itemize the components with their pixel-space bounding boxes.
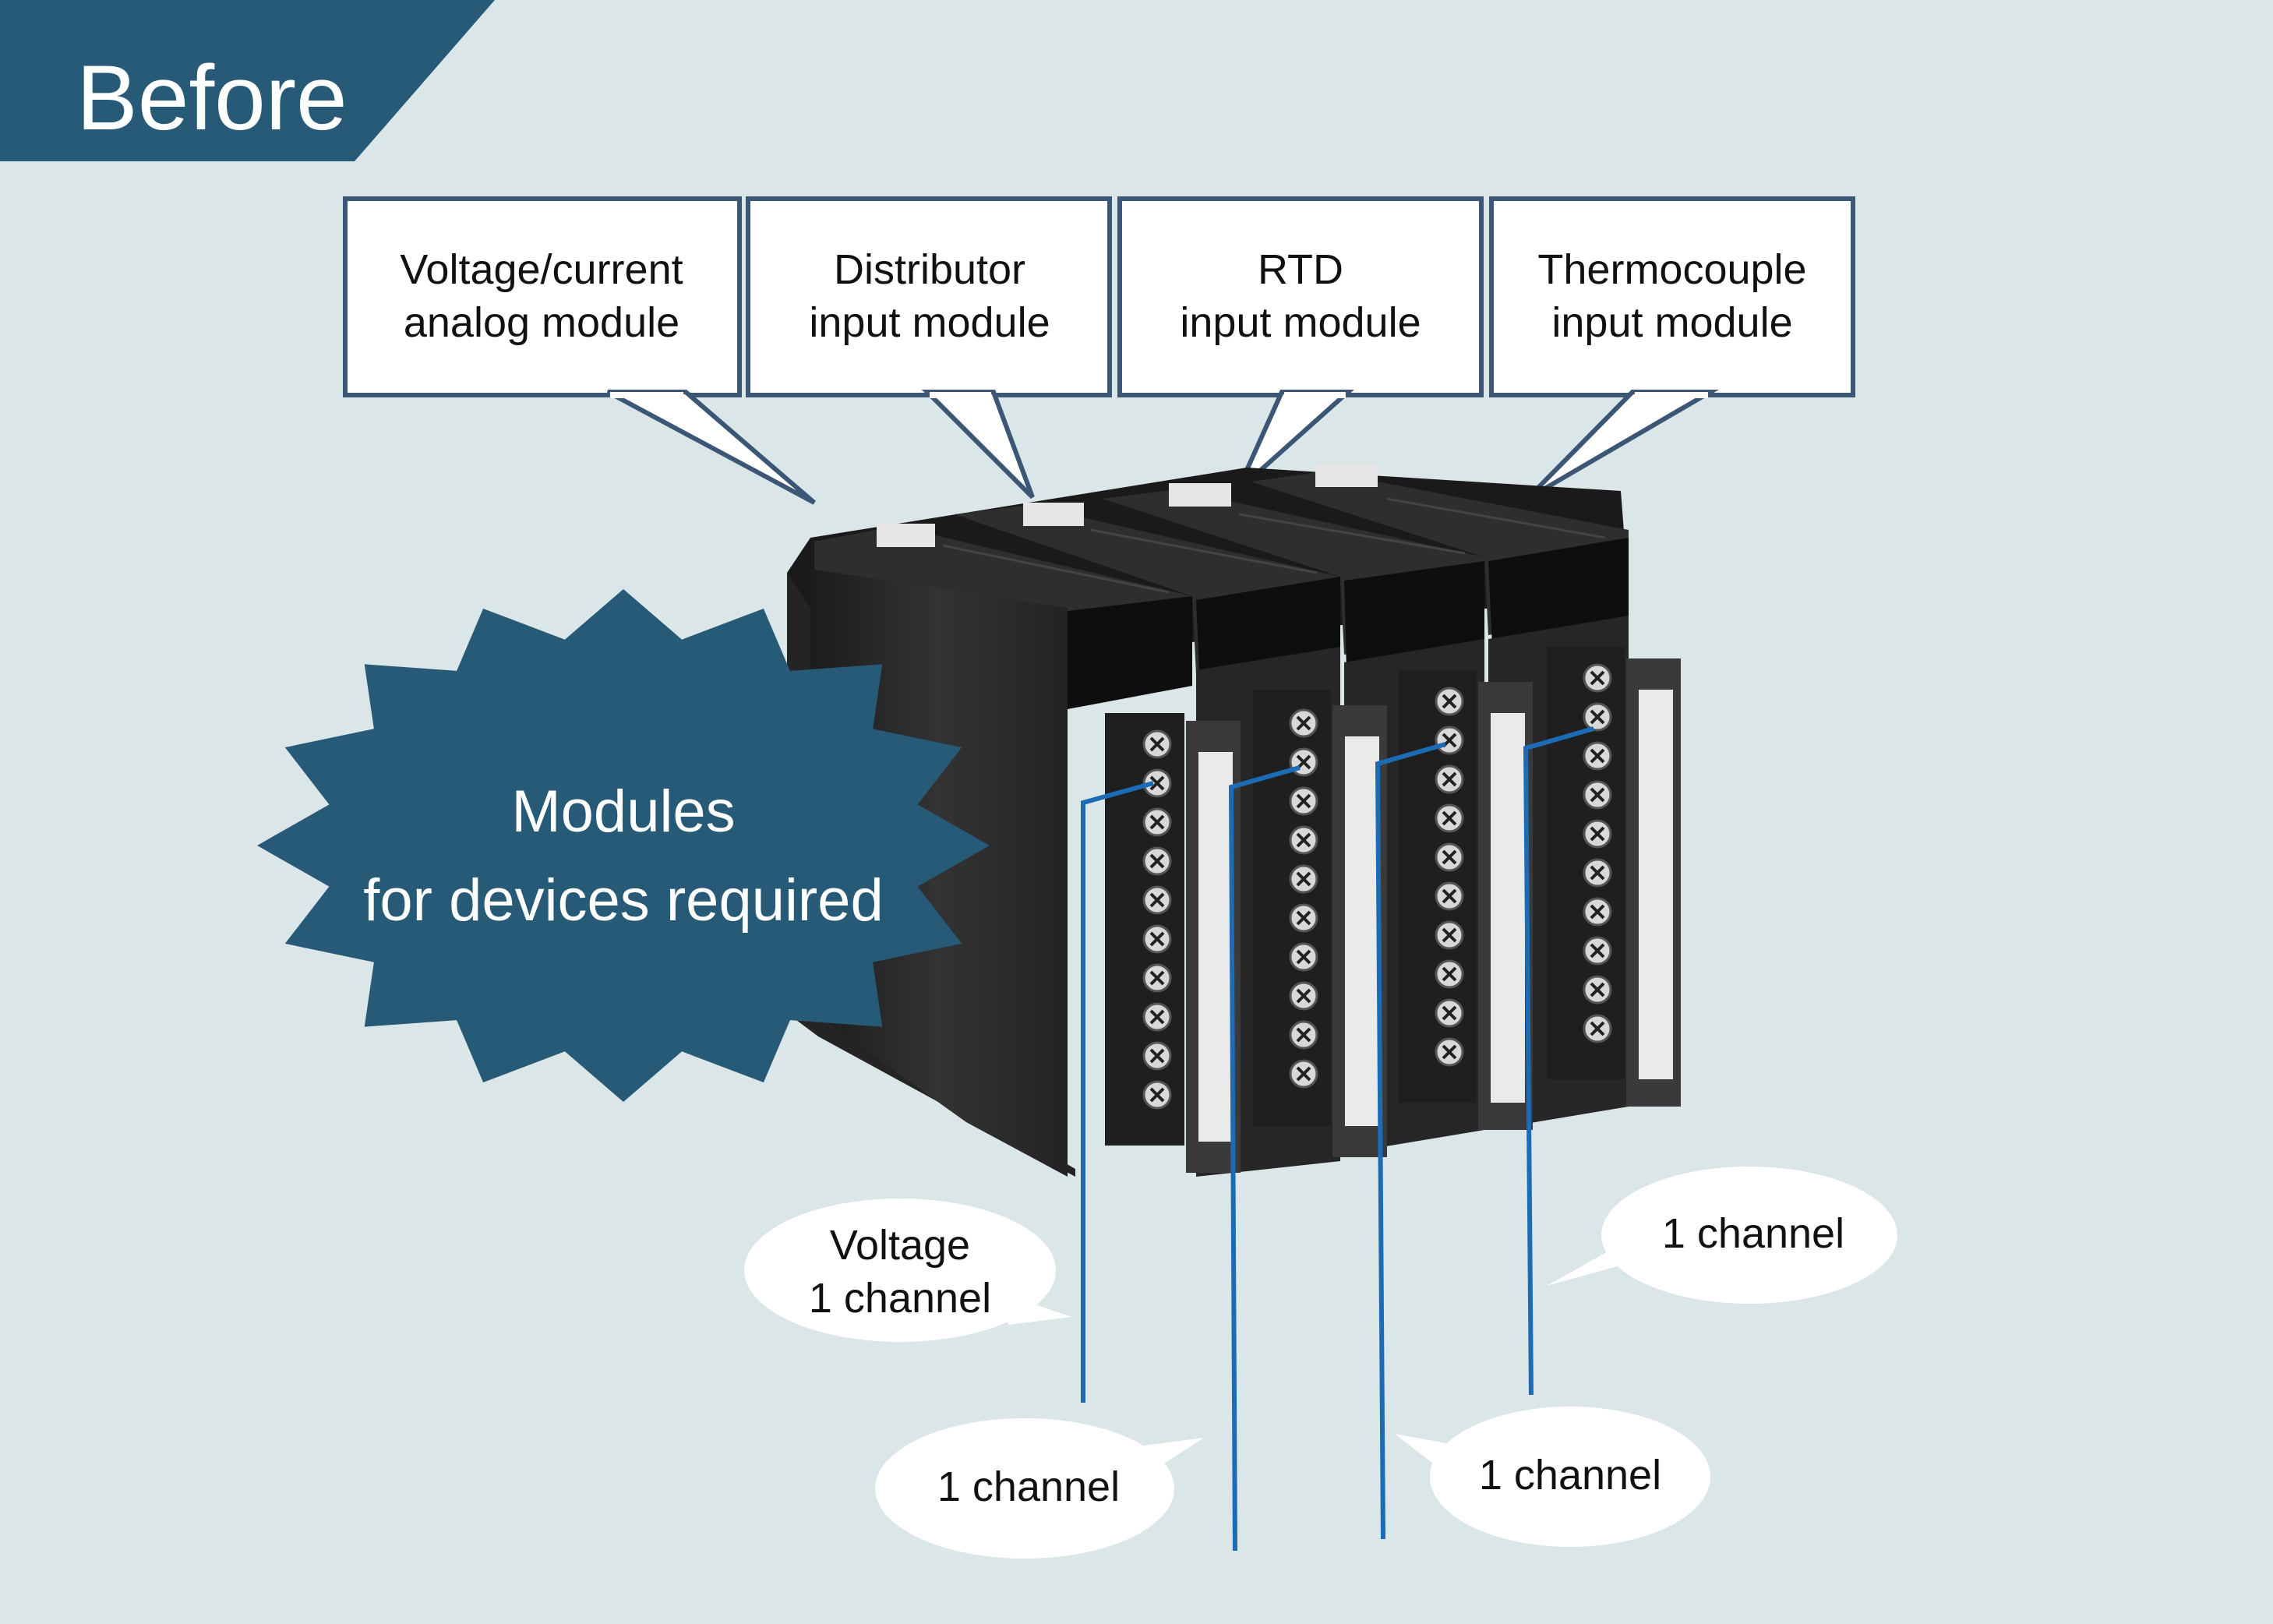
screw-cross-mark (1442, 1005, 1457, 1021)
callout-line: Thermocouple (1537, 246, 1807, 293)
starburst-line2: for devices required (363, 867, 884, 934)
callout-label-thermocouple: Thermocouple input module (1489, 244, 1855, 349)
bubble-channel-2 (875, 1418, 1204, 1559)
callout-line: Voltage/current (400, 246, 683, 293)
screw-cross-mark (1442, 966, 1457, 982)
terminal-strip-2 (1253, 690, 1387, 1157)
screw-cross-mark (1590, 670, 1605, 686)
bubble-label-channel-2: 1 channel (888, 1461, 1169, 1514)
screw-cross-mark (1296, 1066, 1311, 1082)
screw-cross-mark (1590, 982, 1605, 997)
bubble-channel-4 (1547, 1167, 1897, 1304)
screw-cross-mark (1590, 709, 1605, 725)
screw-cross-mark (1296, 832, 1311, 848)
screw-cross-mark (1149, 736, 1165, 752)
screw-cross-mark (1590, 865, 1605, 881)
signal-wire-1 (1081, 781, 1154, 1403)
screw-cross-mark (1442, 810, 1457, 826)
before-banner (0, 0, 495, 161)
bubble-voltage-channel (744, 1199, 1071, 1342)
screw-cross-mark (1149, 892, 1165, 908)
starburst-line1: Modules (511, 778, 736, 845)
screw-cross-mark (1149, 814, 1165, 830)
terminal-strip-3 (1399, 670, 1533, 1130)
callout-label-voltage-current: Voltage/current analog module (358, 244, 725, 349)
screw-cross-mark (1149, 775, 1165, 791)
callout-thermocouple (1489, 196, 1855, 501)
screw-cross-mark (1149, 1087, 1165, 1103)
screw-cross-mark (1149, 931, 1165, 947)
screw-cross-mark (1296, 871, 1311, 887)
callout-voltage-current (343, 196, 816, 505)
screw-cross-mark (1149, 853, 1165, 869)
screw-cross-mark (1442, 888, 1457, 904)
callout-line: input module (1180, 298, 1421, 346)
screw-cross-mark (1296, 793, 1311, 809)
signal-wire-3 (1375, 742, 1446, 1540)
bubble-line: Voltage (829, 1222, 971, 1269)
screw-cross-mark (1296, 1027, 1311, 1043)
screw-cross-mark (1442, 849, 1457, 865)
bubble-label-voltage-channel: Voltage 1 channel (760, 1220, 1040, 1325)
bubble-line: 1 channel (937, 1463, 1121, 1510)
screw-cross-mark (1296, 988, 1311, 1004)
screw-cross-mark (1442, 694, 1457, 709)
screw-cross-mark (1296, 715, 1311, 731)
screw-cross-mark (1442, 927, 1457, 943)
bubble-channel-3 (1395, 1407, 1710, 1547)
screw-cross-mark (1590, 1021, 1605, 1036)
screw-cross-mark (1590, 787, 1605, 803)
terminal-strip-1 (1105, 713, 1241, 1173)
signal-wires (1081, 726, 1594, 1552)
screw-cross-mark (1296, 949, 1311, 965)
bubble-label-channel-3: 1 channel (1430, 1449, 1710, 1502)
callout-line: RTD (1257, 246, 1343, 293)
terminal-strip-4 (1547, 647, 1681, 1107)
bubble-line: 1 channel (1478, 1452, 1662, 1499)
screw-cross-mark (1590, 943, 1605, 959)
bubble-label-channel-4: 1 channel (1613, 1208, 1894, 1261)
callout-line: Distributor (833, 246, 1026, 293)
starburst-label: Modules for devices required (281, 768, 966, 945)
screw-cross-mark (1590, 826, 1605, 842)
signal-wire-2 (1228, 765, 1301, 1552)
screw-cross-mark (1590, 904, 1605, 920)
screw-cross-mark (1442, 771, 1457, 787)
screw-cross-mark (1296, 910, 1311, 926)
callout-line: input module (809, 298, 1050, 346)
screw-cross-mark (1296, 754, 1311, 770)
callout-rtd (1117, 196, 1484, 493)
terminal-screw-group (1142, 663, 1612, 1110)
callout-label-distributor: Distributor input module (746, 244, 1113, 349)
screw-cross-mark (1590, 748, 1605, 764)
callout-distributor (746, 196, 1112, 500)
signal-wire-4 (1523, 726, 1594, 1396)
callout-line: analog module (403, 298, 680, 346)
bubble-line: 1 channel (808, 1274, 992, 1322)
screw-cross-mark (1149, 1048, 1165, 1064)
screw-cross-mark (1149, 970, 1165, 986)
callout-label-rtd: RTD input module (1117, 244, 1484, 349)
bubble-line: 1 channel (1661, 1210, 1845, 1257)
page-title: Before (76, 47, 348, 150)
callout-line: input module (1551, 298, 1793, 346)
screw-cross-mark (1442, 1044, 1457, 1060)
starburst-badge (257, 589, 990, 1102)
screw-cross-mark (1149, 1009, 1165, 1025)
